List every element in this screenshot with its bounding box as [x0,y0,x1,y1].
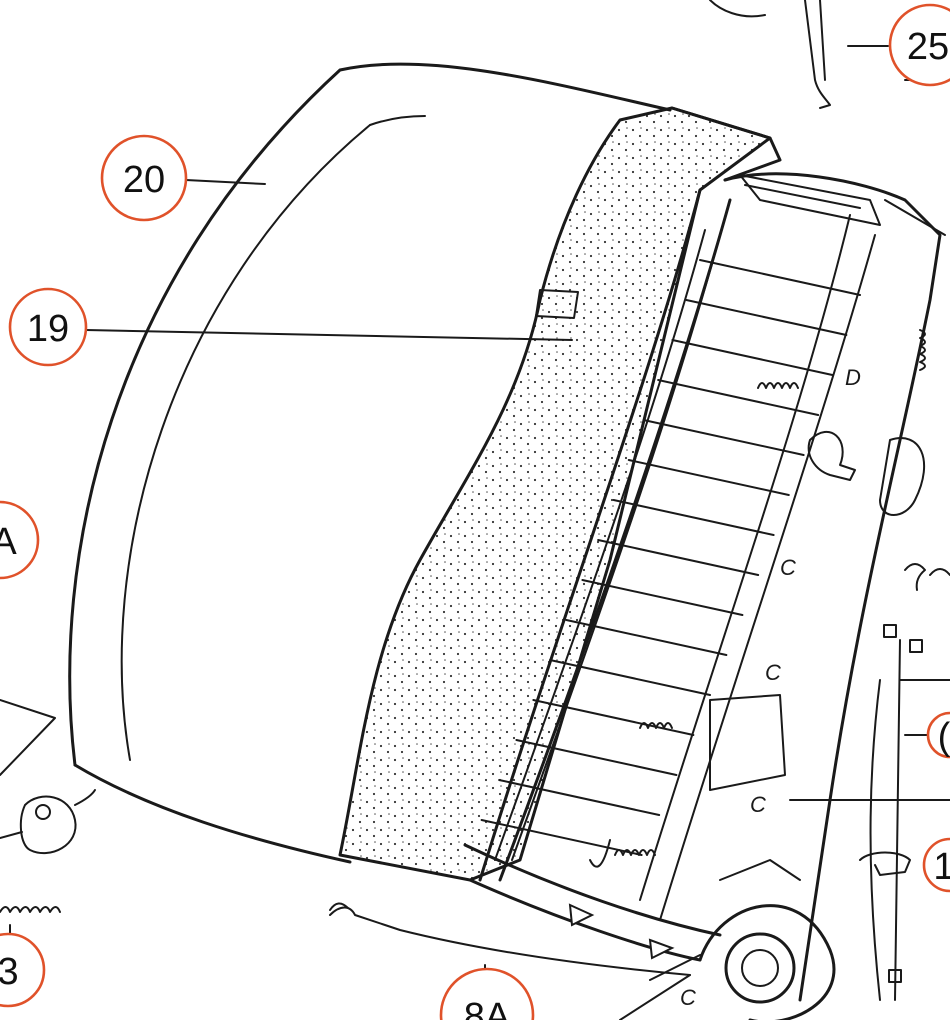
frame-slat [699,259,861,296]
frame-slat [549,659,711,696]
frame-slat [642,419,805,456]
frame-slat [581,579,744,616]
frame-springs [0,329,926,913]
frame-letter: C [780,555,796,580]
callout-label: 3 [0,951,19,993]
callout-circle [888,3,950,87]
frame-slat [627,459,790,496]
frame-letter: D [845,365,861,390]
callout-3: 3 [0,932,46,1008]
frame-slat [498,779,661,816]
callout-19: 19 [8,287,88,367]
callout-label: 25 [907,26,949,68]
frame-slat [480,819,643,856]
callout-r2: 1 [922,837,950,893]
callout-circle [922,837,950,893]
frame-letters: D C C C C [680,365,861,1010]
frame-slat [671,339,834,376]
frame-slat [657,379,820,416]
callout-25: 25 [888,3,950,87]
foam-padding [338,106,782,882]
callout-label: 20 [123,159,165,201]
callout-circle [0,500,40,580]
seat-frame [463,172,946,1002]
callout-label: A [0,521,17,563]
callout-r1: ( [926,711,950,759]
frame-slat [515,739,678,776]
frame-letter: C [765,660,781,685]
callout-circle [439,967,535,1020]
frame-slat [685,299,848,336]
callout-label: ( [938,716,950,758]
callout-label: 8A [464,996,511,1020]
bottom-cable [329,902,701,1020]
frame-slat [597,539,760,576]
frame-letter: C [680,985,696,1010]
frame-slat [612,499,775,536]
callout-label: 1 [933,846,950,888]
callouts: 20 19 25A 3 8A (1 [0,3,950,1020]
frame-letter: C [750,792,766,817]
frame-slats [480,259,861,856]
frame-slat [532,699,695,736]
lever-handle [807,430,925,516]
side-bolts [789,563,950,1001]
callout-20: 20 [100,134,188,222]
callout-circle [100,134,188,222]
callout-8A: 8A [439,967,535,1020]
callout-label: 19 [27,308,69,350]
callout-circle [8,287,88,367]
callout-A: A [0,500,40,580]
frame-slat [565,619,728,656]
callout-circle [926,711,950,759]
callout-circle [0,932,46,1008]
seat-back-cover [68,62,672,864]
recliner-hinge [698,694,836,1020]
